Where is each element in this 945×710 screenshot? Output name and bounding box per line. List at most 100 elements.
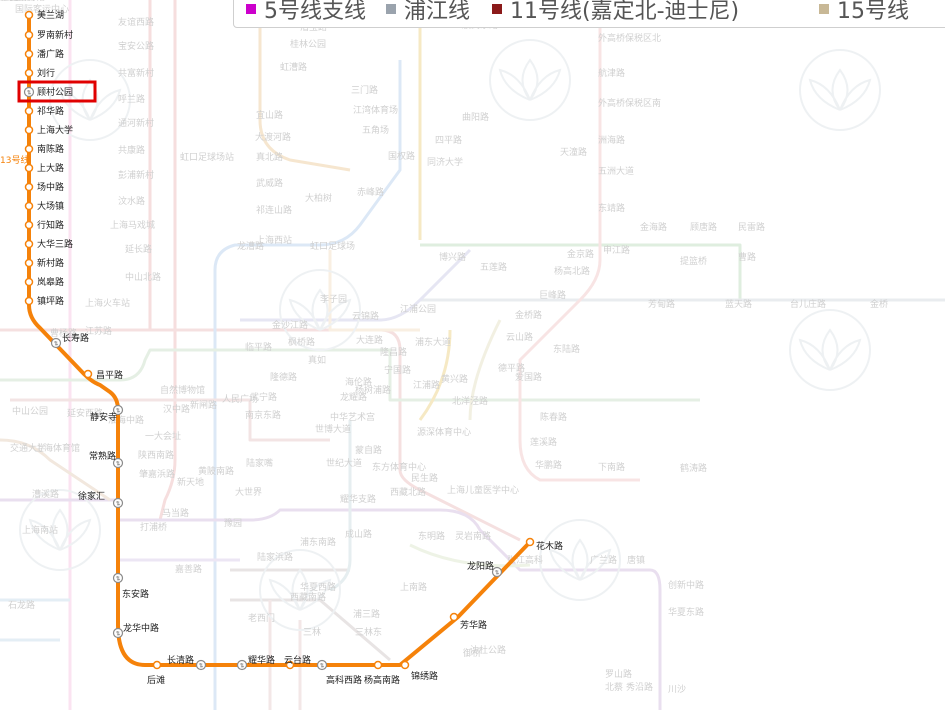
interchange-marker (195, 659, 207, 671)
background-station-label: 金沙江路 (272, 319, 308, 331)
legend-item[interactable]: 15号线 (819, 0, 909, 25)
background-station-label: 江湾体育场 (353, 104, 398, 116)
station-marker (24, 220, 34, 230)
background-station-label: 航津路 (598, 67, 625, 79)
background-station-label: 东明路 (418, 530, 445, 542)
station-1[interactable]: 罗南新村 (24, 29, 74, 41)
station-2[interactable]: 潘广路 (24, 48, 65, 60)
station-17[interactable]: 昌平路 (83, 369, 124, 381)
interchange-marker (316, 659, 328, 671)
station-marker (24, 258, 34, 268)
station-label: 大华三路 (37, 238, 73, 250)
background-station-label: 三门路 (351, 84, 378, 96)
background-station-label: 大连路 (356, 334, 383, 346)
background-station-label: 虹口足球场 (310, 240, 355, 252)
station-6[interactable]: 上海大学 (24, 124, 74, 136)
interchange-marker (236, 659, 248, 671)
station-marker (24, 106, 34, 116)
station-13[interactable]: 新村路 (24, 257, 65, 269)
background-station-label: 耀华支路 (340, 493, 376, 505)
station-32[interactable]: 花木路 (525, 537, 564, 553)
background-station-label: 东陆路 (553, 343, 580, 355)
background-station-label: 世博大道 (315, 423, 351, 435)
background-station-label: 石龙路 (8, 599, 35, 611)
background-station-label: 隆昌路 (380, 346, 407, 358)
station-23[interactable]: 后滩 (147, 660, 165, 687)
station-25[interactable]: ⇅耀华路 (236, 654, 276, 671)
background-station-label: 东方体育中心 (372, 461, 426, 473)
background-station-label: 龙漕路 (237, 240, 264, 252)
station-28[interactable]: 杨高南路 (364, 660, 400, 687)
background-station-label: 漕溪路 (32, 488, 59, 500)
background-station-label: 广兰路 (590, 554, 617, 566)
background-station-label: 上海体育馆 (35, 442, 80, 454)
background-station-label: 五角场 (362, 124, 389, 136)
station-label: 高科西路 (326, 674, 362, 686)
station-label: 上大路 (37, 162, 64, 174)
background-station-label: 彭浦新村 (118, 169, 154, 181)
station-20[interactable]: ⇅徐家汇 (78, 490, 124, 509)
background-station-label: 莲溪路 (530, 436, 557, 448)
station-7[interactable]: 南陈路 (24, 143, 65, 155)
interchange-marker (112, 404, 124, 416)
station-19[interactable]: ⇅常熟路 (89, 450, 124, 469)
station-11[interactable]: 行知路 (24, 219, 65, 231)
station-30[interactable]: 芳华路 (449, 612, 488, 632)
background-station-label: 4号线 (0, 0, 24, 3)
background-station-label: 打浦桥 (140, 521, 167, 533)
station-16[interactable]: ⇅长寿路 (50, 332, 90, 349)
legend-label: 11号线(嘉定北-迪士尼) (510, 0, 740, 24)
background-station-label: 新天地 (177, 476, 204, 488)
station-22[interactable]: ⇅龙华中路 (112, 622, 160, 639)
station-15[interactable]: 镇坪路 (24, 295, 65, 307)
background-station-label: 江苏路 (85, 325, 112, 337)
background-station-label: 汶水路 (118, 195, 145, 207)
station-4[interactable]: ⇅顾村公园 (23, 86, 74, 98)
transfer-icon: ⇅ (239, 663, 244, 670)
station-18[interactable]: ⇅静安寺 (90, 404, 124, 424)
station-marker (24, 125, 34, 135)
station-26[interactable]: 云台路 (284, 654, 311, 670)
background-station-label: 邮电新村 (0, 0, 36, 3)
background-station-label: 肇嘉浜路 (139, 468, 175, 480)
background-station-label: 川沙 (668, 684, 686, 695)
station-9[interactable]: 场中路 (24, 181, 65, 193)
background-station-label: 黄兴路 (441, 373, 468, 385)
station-label: 昌平路 (96, 369, 123, 381)
station-marker (24, 144, 34, 154)
station-5[interactable]: 祁华路 (24, 105, 65, 117)
background-station-label: 延长路 (125, 243, 152, 255)
legend-item[interactable]: 5号线支线 (246, 0, 366, 25)
legend-item[interactable]: 浦江线 (386, 0, 470, 25)
background-station-label: 通河新村 (118, 117, 154, 129)
station-29[interactable]: 锦绣路 (400, 660, 439, 683)
interchange-marker (112, 457, 124, 469)
station-21[interactable]: ⇅东安路 (112, 572, 150, 601)
station-0[interactable]: 美兰湖 (24, 9, 65, 21)
station-12[interactable]: 大华三路 (24, 238, 74, 250)
background-station-label: 上海儿童医学中心 (447, 484, 519, 496)
station-marker (24, 277, 34, 287)
station-14[interactable]: 岚皋路 (24, 276, 65, 288)
station-10[interactable]: 大场镇 (24, 200, 65, 212)
background-station-label: 蓝天路 (725, 298, 752, 310)
station-8[interactable]: 上大路 (24, 162, 65, 174)
legend-item[interactable]: 11号线(嘉定北-迪士尼) (492, 0, 739, 25)
station-3[interactable]: 刘行 (24, 67, 56, 79)
station-label: 刘行 (37, 67, 55, 79)
background-station-label: 外高桥保税区南 (598, 97, 661, 109)
background-station-label: 新闸路 (190, 399, 217, 411)
station-27[interactable]: ⇅高科西路 (316, 659, 363, 687)
station-label: 花木路 (536, 540, 563, 552)
background-station-label: 杨高北路 (554, 265, 590, 277)
highlight-box (17, 80, 97, 103)
background-station-label: 大世界 (235, 486, 262, 498)
background-station-label: 上南路 (400, 581, 427, 593)
background-station-label: 爱国路 (515, 371, 542, 383)
background-station-label: 巨峰路 (539, 289, 566, 301)
background-station-label: 世纪大道 (326, 457, 362, 469)
station-31[interactable]: ⇅龙阳路 (467, 560, 503, 578)
station-24[interactable]: ⇅长清路 (167, 654, 207, 671)
background-station-label: 临平路 (245, 341, 272, 353)
